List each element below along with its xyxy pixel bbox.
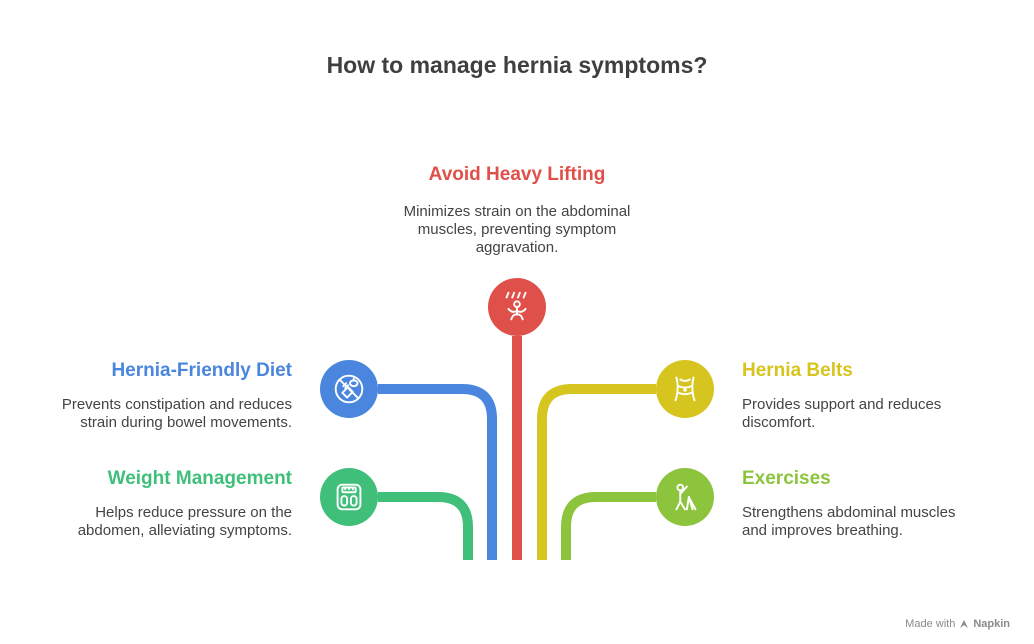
waist-belt-icon: [674, 376, 696, 402]
belts-heading: Hernia Belts: [742, 360, 853, 381]
lifting-person-icon: [505, 291, 527, 321]
heavy-lifting-description: Minimizes strain on the abdominal muscle…: [403, 203, 631, 256]
yoga-pose-icon: [675, 483, 697, 511]
exercises-icon-circle: [656, 468, 714, 526]
no-food-icon: [334, 374, 364, 404]
napkin-footer: Made with Napkin: [905, 618, 1010, 630]
connector-diet: [378, 384, 497, 560]
napkin-logo-icon: [960, 620, 969, 628]
napkin-brand: Napkin: [973, 618, 1010, 630]
weight-heading: Weight Management: [107, 468, 292, 489]
belts-icon-circle: [656, 360, 714, 418]
made-with-label: Made with: [905, 618, 956, 630]
weight-icon-circle: [320, 468, 378, 526]
scale-icon: [336, 483, 362, 511]
weight-description: Helps reduce pressure on the abdomen, al…: [77, 504, 292, 539]
heavy-lifting-icon-circle: [488, 278, 546, 336]
diet-heading: Hernia-Friendly Diet: [111, 360, 292, 381]
connector-weight: [378, 492, 473, 560]
exercises-description: Strengthens abdominal muscles and improv…: [742, 504, 956, 539]
diagram-title: How to manage hernia symptoms?: [326, 52, 708, 78]
diet-icon-circle: [320, 360, 378, 418]
heavy-lifting-heading: Avoid Heavy Lifting: [428, 164, 606, 185]
diet-description: Prevents constipation and reduces strain…: [61, 396, 292, 431]
connector-exercises: [561, 492, 656, 560]
exercises-heading: Exercises: [742, 468, 831, 489]
belts-description: Provides support and reduces discomfort.: [742, 396, 942, 431]
connector-belts: [537, 384, 656, 560]
